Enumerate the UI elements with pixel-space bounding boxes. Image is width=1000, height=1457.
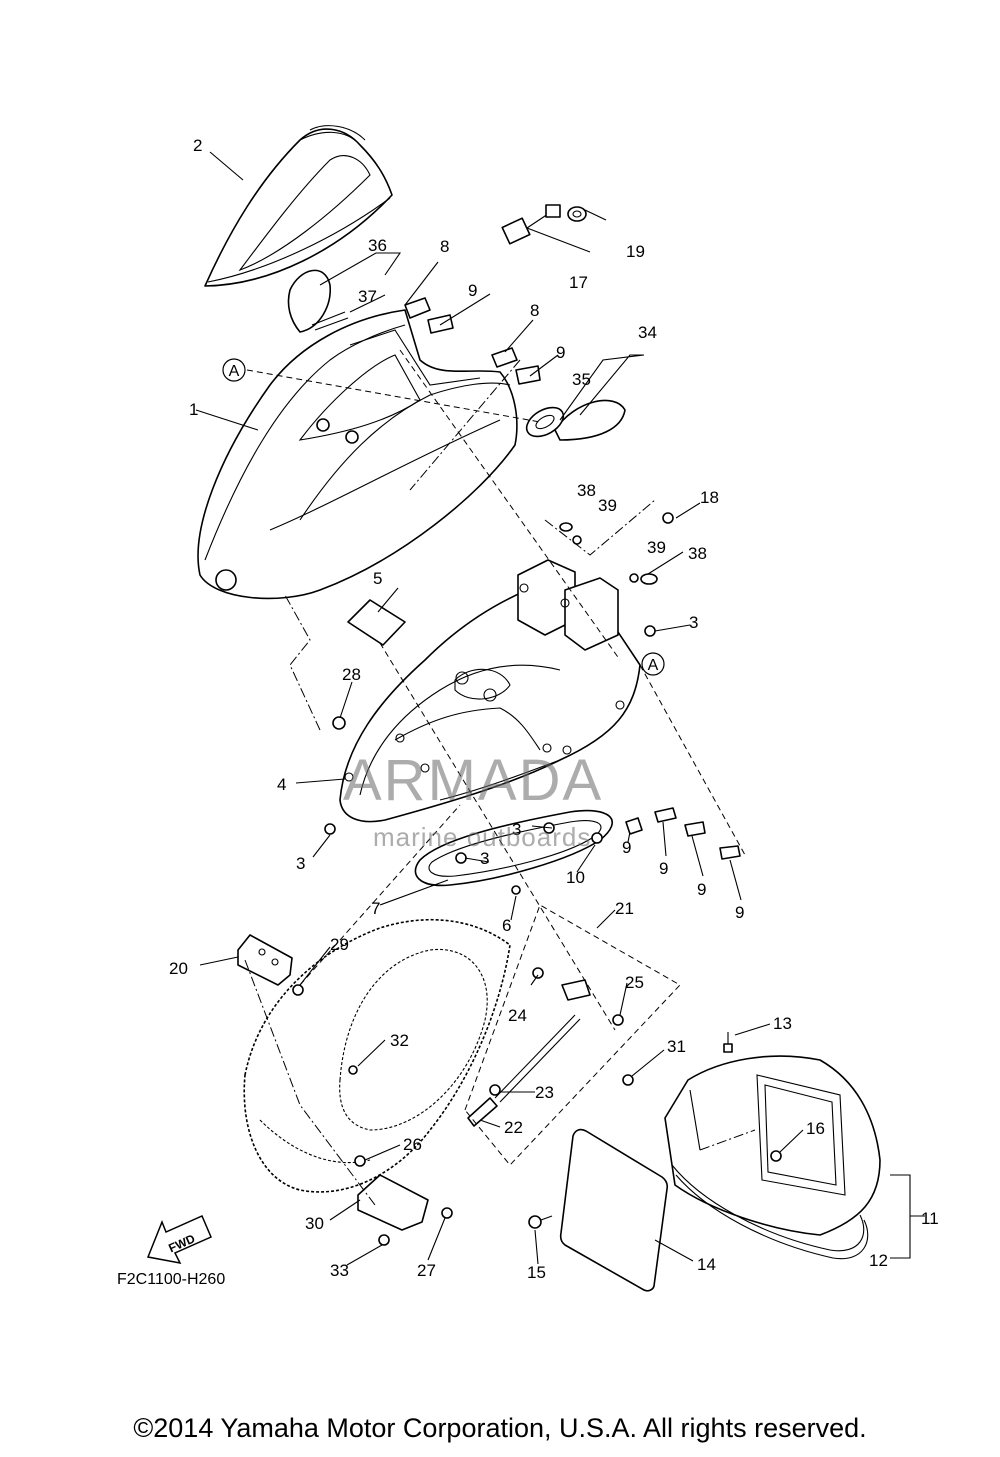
watermark-name: ARMADA xyxy=(343,748,603,813)
callout-34: 34 xyxy=(638,323,657,342)
callout-37: 37 xyxy=(358,287,377,306)
callout-8: 8 xyxy=(440,237,449,256)
deck-hull-body xyxy=(243,918,511,1193)
callout-15: 15 xyxy=(527,1263,546,1282)
part-5-plate xyxy=(347,599,406,646)
callout-23: 23 xyxy=(535,1083,554,1102)
reference-mark-a-mid: A xyxy=(641,652,665,676)
watermark-tagline: marine outboards xyxy=(373,822,591,852)
part-36-lens xyxy=(287,269,349,333)
callout-30: 30 xyxy=(305,1214,324,1233)
callout-1: 1 xyxy=(189,400,198,419)
leader-lines xyxy=(195,151,925,1266)
callout-39: 39 xyxy=(598,496,617,515)
part-22-damper xyxy=(467,1014,581,1127)
callout-9: 9 xyxy=(735,903,744,922)
part-20-latch xyxy=(237,934,293,986)
callout-38: 38 xyxy=(688,544,707,563)
part-8-9-pads-upper xyxy=(404,297,541,385)
callout-2: 2 xyxy=(193,136,202,155)
callout-11: 11 xyxy=(921,1209,939,1228)
reference-mark-a-mid-label: A xyxy=(648,657,659,674)
callout-14: 14 xyxy=(697,1255,716,1274)
part-34-lens xyxy=(554,399,626,441)
callout-17: 17 xyxy=(569,273,588,292)
part-19-nut xyxy=(567,206,587,222)
callout-26: 26 xyxy=(403,1135,422,1154)
callout-5: 5 xyxy=(373,569,382,588)
callout-22: 22 xyxy=(504,1118,523,1137)
callout-27: 27 xyxy=(417,1261,436,1280)
callout-12: 12 xyxy=(869,1251,888,1270)
callout-32: 32 xyxy=(390,1031,409,1050)
callout-9: 9 xyxy=(659,859,668,878)
part-17-switch xyxy=(501,204,561,245)
callout-31: 31 xyxy=(667,1037,686,1056)
callout-3: 3 xyxy=(480,849,489,868)
callout-9: 9 xyxy=(556,343,565,362)
callout-10: 10 xyxy=(566,868,585,887)
fwd-arrow-icon: FWD xyxy=(146,1215,212,1265)
callout-16: 16 xyxy=(806,1119,825,1138)
callout-39: 39 xyxy=(647,538,666,557)
copyright-notice: ©2014 Yamaha Motor Corporation, U.S.A. A… xyxy=(133,1413,867,1443)
callout-9: 9 xyxy=(468,281,477,300)
part-16-plug xyxy=(770,1150,782,1162)
reference-mark-a-top: A xyxy=(222,358,246,382)
part-24-bracket xyxy=(561,979,591,1001)
part-12-bin-seal xyxy=(671,1164,869,1260)
callout-36: 36 xyxy=(368,236,387,255)
callout-21: 21 xyxy=(615,899,634,918)
figure-code: F2C1100-H260 xyxy=(117,1271,226,1288)
callout-24: 24 xyxy=(508,1006,527,1025)
part-2-top-cover xyxy=(204,125,393,287)
callout-3: 3 xyxy=(512,820,521,839)
callout-4: 4 xyxy=(277,775,286,794)
callout-labels: 2 36 37 8 9 17 19 8 9 34 35 1 38 39 18 3… xyxy=(169,136,939,1282)
part-30-hinge xyxy=(357,1174,429,1231)
callout-29: 29 xyxy=(330,935,349,954)
part-14-panel xyxy=(559,1128,669,1292)
callout-6: 6 xyxy=(502,916,511,935)
callout-3: 3 xyxy=(689,613,698,632)
callout-18: 18 xyxy=(700,488,719,507)
callout-28: 28 xyxy=(342,665,361,684)
callout-8: 8 xyxy=(530,301,539,320)
part-1-front-hood xyxy=(197,309,518,600)
callout-9: 9 xyxy=(697,880,706,899)
callout-3: 3 xyxy=(296,854,305,873)
reference-mark-a-top-label: A xyxy=(229,363,240,380)
callout-35: 35 xyxy=(572,370,591,389)
part-4-hull-frame xyxy=(339,559,641,823)
callout-25: 25 xyxy=(625,973,644,992)
callout-19: 19 xyxy=(626,242,645,261)
callout-20: 20 xyxy=(169,959,188,978)
part-13-pin xyxy=(723,1032,733,1053)
callout-33: 33 xyxy=(330,1261,349,1280)
callout-7: 7 xyxy=(371,899,380,918)
part-11-storage-bin xyxy=(664,1055,881,1236)
callout-38: 38 xyxy=(577,481,596,500)
callout-13: 13 xyxy=(773,1014,792,1033)
part-35-lens-base xyxy=(525,406,565,438)
part-15-screw xyxy=(528,1215,553,1229)
assembly-reference-lines xyxy=(244,349,756,1206)
callout-9: 9 xyxy=(622,838,631,857)
fasteners xyxy=(292,512,674,1246)
part-9-pads-lower xyxy=(625,807,741,860)
